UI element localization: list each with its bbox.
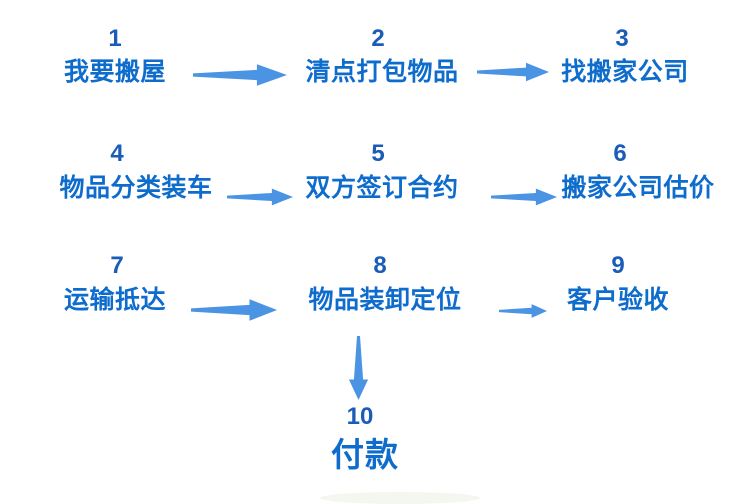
step-7-label: 运输抵达: [63, 286, 167, 314]
step-7-number: 7: [110, 252, 124, 279]
step-3-number: 3: [615, 25, 629, 52]
step-2-number: 2: [371, 25, 385, 52]
arrow-right-icon: [193, 61, 287, 89]
step-5-label: 双方签订合约: [305, 174, 459, 202]
step-9-label: 客户验收: [566, 286, 670, 314]
step-4-label: 物品分类装车: [59, 174, 213, 202]
arrow-right-icon: [191, 296, 277, 324]
step-3-label: 找搬家公司: [561, 58, 689, 86]
step-1-number: 1: [108, 25, 122, 52]
arrow-down-icon: [346, 336, 371, 400]
step-6-label: 搬家公司估价: [561, 174, 715, 202]
step-8-label: 物品装卸定位: [308, 286, 462, 314]
step-2-label: 清点打包物品: [305, 58, 459, 86]
step-6-number: 6: [613, 140, 627, 167]
step-5-number: 5: [371, 140, 385, 167]
arrow-right-icon: [477, 60, 549, 84]
arrow-right-icon: [227, 186, 293, 208]
step-1-label: 我要搬屋: [63, 58, 167, 86]
arrow-right-icon: [499, 302, 547, 320]
step-4-number: 4: [110, 140, 124, 167]
arrow-right-icon: [491, 186, 557, 208]
step-10-number: 10: [346, 403, 374, 430]
watermark-fragment: [320, 492, 480, 504]
step-9-number: 9: [611, 252, 625, 279]
step-10-label: 付款: [331, 436, 399, 473]
step-8-number: 8: [373, 252, 387, 279]
